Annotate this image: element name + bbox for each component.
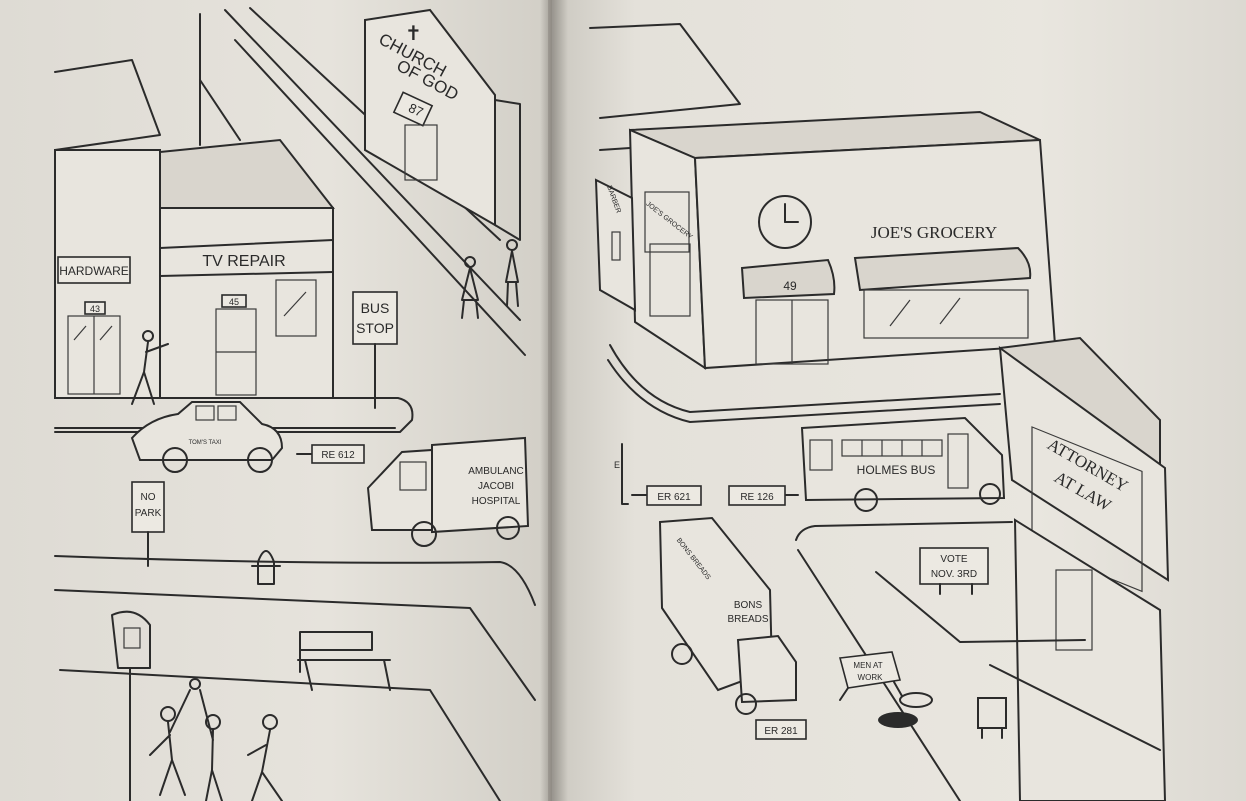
bus-label: HOLMES BUS <box>857 463 936 477</box>
bus-stop-sign: BUS STOP <box>352 291 398 409</box>
men-at-work-sign: MEN AT WORK <box>838 651 903 701</box>
hardware-store: HARDWARE 43 <box>54 149 161 399</box>
left-street-scene: HARDWARE 43 TV REPAIR 45 <box>54 7 536 801</box>
toms-taxi: TOM'S TAXI <box>130 401 284 473</box>
fire-hydrant <box>251 550 281 585</box>
tv-repair-store: TV REPAIR 45 <box>159 138 335 399</box>
barber-pole-icon <box>611 231 621 261</box>
plate-re126-text: RE 126 <box>740 492 774 503</box>
taxi-label: TOM'S TAXI <box>189 440 222 446</box>
plate-er281 <box>755 719 807 740</box>
right-street-scene: JOE'S GROCERY JOE'S GROCERY 49 <box>589 23 1170 801</box>
hardware-sign: HARDWARE <box>59 264 129 278</box>
tv-repair-sign: TV REPAIR <box>202 253 285 270</box>
park-bench <box>297 631 391 691</box>
church-number: 87 <box>406 100 425 120</box>
basketball-hoop <box>111 610 151 801</box>
vote-sign: VOTE NOV. 3RD <box>919 547 989 595</box>
vote-line2: NOV. 3RD <box>931 569 977 580</box>
plate-er621 <box>646 485 702 506</box>
plate-re612-text: RE 612 <box>321 450 355 461</box>
men-line2: WORK <box>858 673 884 682</box>
small-plate-e: E <box>614 460 620 470</box>
no-park-line1: NO <box>141 492 156 503</box>
vote-line1: VOTE <box>940 554 968 565</box>
plate-re126 <box>728 485 786 506</box>
bons-breads-truck: BONS BREADS BONS BREADS <box>658 516 797 715</box>
church-of-god: ✝ CHURCH OF GOD 87 <box>364 8 521 241</box>
no-park-sign: NO PARK <box>131 481 165 567</box>
ambulance-line3: HOSPITAL <box>472 496 521 507</box>
truck-line1: BONS <box>734 600 763 611</box>
grocery-number: 49 <box>783 279 797 293</box>
bus-stop-line1: BUS <box>361 300 390 316</box>
holmes-bus: HOLMES BUS <box>800 416 1006 512</box>
church-cross-icon: ✝ <box>405 23 422 45</box>
book-gutter <box>540 0 568 801</box>
plate-er621-text: ER 621 <box>657 492 691 503</box>
pedestrians-near-church <box>461 239 519 319</box>
plate-er281-text: ER 281 <box>764 726 798 737</box>
men-line1: MEN AT <box>853 661 882 670</box>
ambulance-line1: AMBULANC <box>468 466 524 477</box>
barber-shop: BARBER <box>594 178 637 312</box>
tv-repair-number: 45 <box>229 297 239 307</box>
bus-stop-line2: STOP <box>356 320 394 336</box>
truck-line2: BREADS <box>727 614 768 625</box>
attorney-office: ATTORNEY AT LAW <box>998 336 1170 801</box>
hardware-number: 43 <box>90 304 100 314</box>
kids-playing-basketball <box>149 678 283 801</box>
joes-grocery-building: JOE'S GROCERY JOE'S GROCERY 49 <box>628 110 1057 370</box>
clock-icon <box>758 195 812 249</box>
ambulance: AMBULANC JACOBI HOSPITAL <box>366 436 530 547</box>
no-park-line2: PARK <box>135 508 162 519</box>
mailbox <box>977 697 1007 739</box>
grocery-sign: JOE'S GROCERY <box>871 223 997 242</box>
ambulance-line2: JACOBI <box>478 481 514 492</box>
open-manhole <box>878 712 918 728</box>
